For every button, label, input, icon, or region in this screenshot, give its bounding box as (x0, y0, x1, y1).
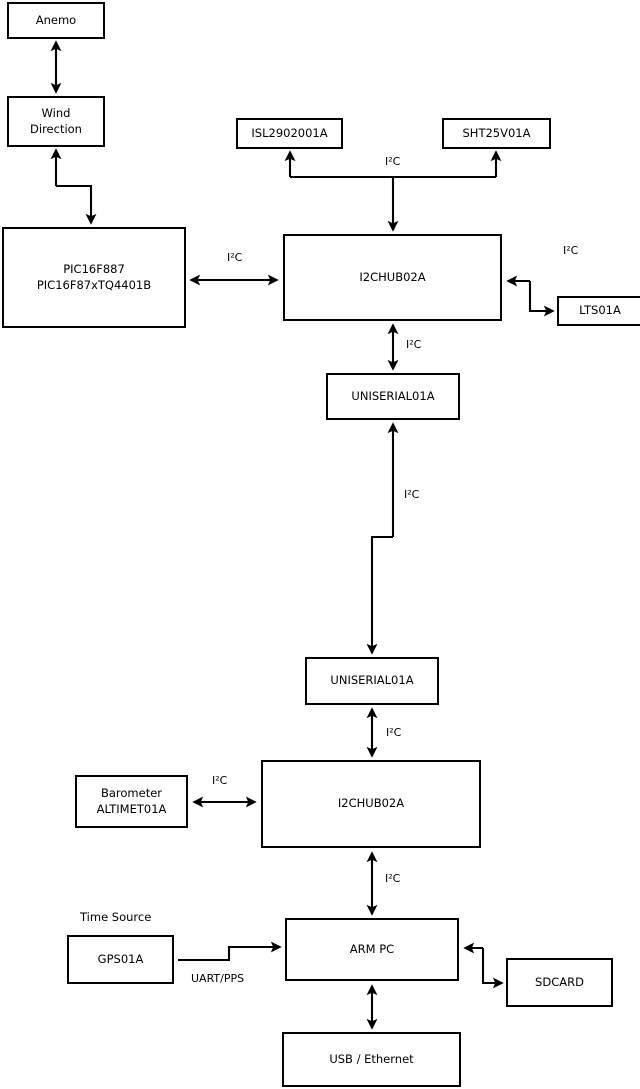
edge-gps-arm (178, 941, 282, 962)
node-pic-mcu[interactable]: PIC16F887 PIC16F87xTQ4401B (2, 227, 186, 328)
edge-wind-pic-path (56, 184, 97, 225)
edge-label-hub-sensors: I²C (385, 155, 401, 168)
label-time-source: Time Source (80, 910, 152, 924)
node-isl2902001a[interactable]: ISL2902001A (236, 118, 343, 149)
node-gps01a[interactable]: GPS01A (67, 935, 174, 984)
edge-hubtop-lts-path (528, 281, 555, 317)
node-anemo[interactable]: Anemo (7, 2, 105, 39)
edge-label-pic-hub: I²C (227, 251, 243, 264)
edge-label-hub-lts: I²C (563, 244, 579, 257)
edge-label-gps-arm: UART/PPS (191, 972, 245, 985)
node-sdcard[interactable]: SDCARD (506, 958, 613, 1007)
node-i2chub02a-top[interactable]: I2CHUB02A (283, 234, 502, 321)
edge-label-hub-uniserial: I²C (406, 338, 422, 351)
node-wind-direction[interactable]: Wind Direction (7, 96, 105, 147)
edge-label-hub2-arm: I²C (385, 872, 401, 885)
node-lts01a[interactable]: LTS01A (557, 296, 640, 326)
node-arm-pc[interactable]: ARM PC (285, 918, 459, 981)
node-barometer-altimet01a[interactable]: Barometer ALTIMET01A (75, 775, 188, 828)
node-usb-ethernet[interactable]: USB / Ethernet (282, 1032, 461, 1087)
node-uniserial01a-upper[interactable]: UNISERIAL01A (326, 373, 460, 420)
edge-uniser-link-path (366, 535, 393, 655)
edge-arm-sdcard-path (481, 948, 504, 989)
node-uniserial01a-lower[interactable]: UNISERIAL01A (305, 657, 439, 705)
node-sht25v01a[interactable]: SHT25V01A (442, 118, 551, 149)
node-i2chub02a-bottom[interactable]: I2CHUB02A (261, 760, 481, 848)
edge-label-uniserial-hub2: I²C (386, 726, 402, 739)
edge-label-uniserial-uniserial: I²C (404, 488, 420, 501)
edge-label-barometer-hub2: I²C (212, 774, 228, 787)
